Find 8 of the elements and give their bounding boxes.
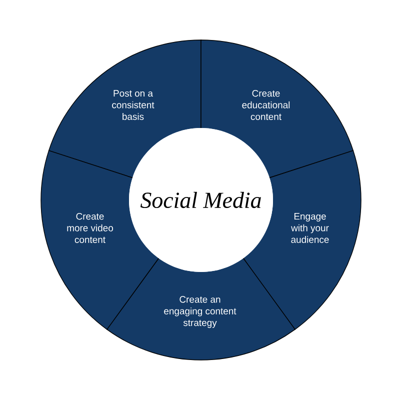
ring-segment: Create educational content: [200, 40, 354, 178]
node-label: Create more video content: [67, 212, 114, 244]
node-label: Post on a consistent basis: [112, 90, 154, 120]
ring-segment: Create an engaging content strategy: [106, 258, 296, 360]
ring-segment: Post on a consistent basis: [48, 40, 202, 178]
node-label: Engage with your audience: [291, 213, 329, 243]
node-label: Create an engaging content strategy: [164, 296, 236, 328]
node-label: Create educational content: [242, 90, 290, 120]
